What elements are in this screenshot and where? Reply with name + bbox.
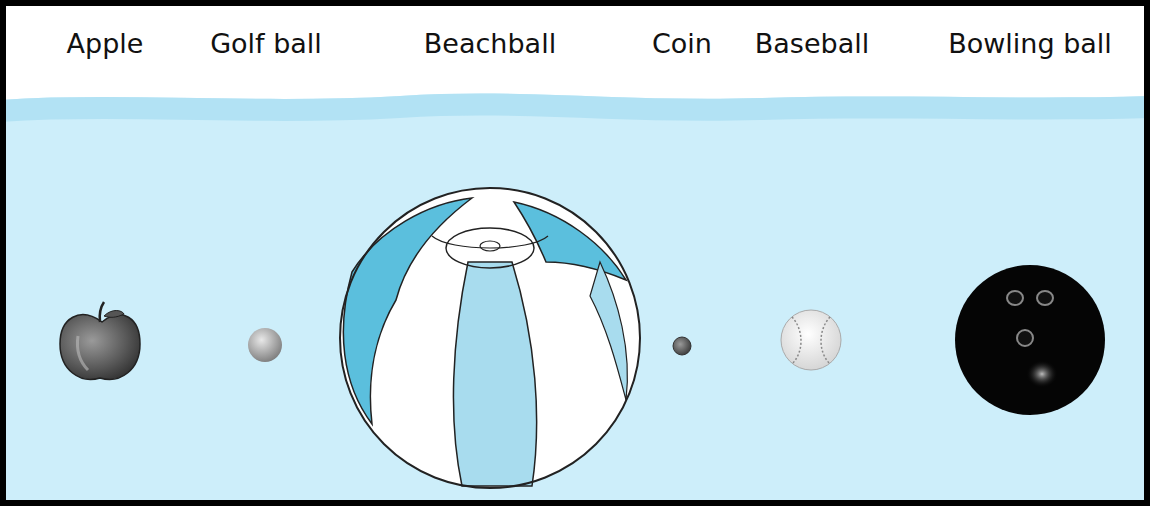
object-label: Bowling ball (948, 30, 1112, 57)
object-label: Coin (652, 30, 712, 57)
baseball-drawing (781, 310, 841, 370)
object-label: Golf ball (210, 30, 322, 57)
water-surface (0, 93, 1150, 122)
water (0, 93, 1150, 506)
apple-drawing (60, 302, 140, 379)
bowling-ball-drawing (955, 265, 1105, 415)
coin-drawing (673, 337, 691, 355)
golf-ball-drawing (248, 328, 282, 362)
object-label: Apple (67, 30, 144, 57)
object-label: Beachball (424, 30, 556, 57)
beachball-drawing (340, 188, 640, 488)
frame (3, 3, 1147, 503)
object-label: Baseball (755, 30, 869, 57)
